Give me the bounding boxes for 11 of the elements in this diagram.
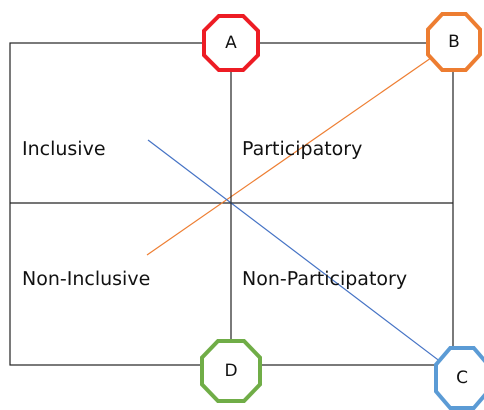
quadrant-label: Non-Inclusive xyxy=(22,267,150,291)
node-letter: C xyxy=(455,368,469,388)
quadrant-label: Inclusive xyxy=(22,137,106,161)
node-letter: D xyxy=(223,361,239,381)
node-letter: A xyxy=(224,33,238,53)
octagon-node xyxy=(426,12,482,72)
octagon-node xyxy=(200,339,262,403)
octagon-node xyxy=(434,346,484,410)
line xyxy=(230,71,232,341)
octagon-node xyxy=(202,14,260,72)
node-letter: B xyxy=(447,32,461,52)
